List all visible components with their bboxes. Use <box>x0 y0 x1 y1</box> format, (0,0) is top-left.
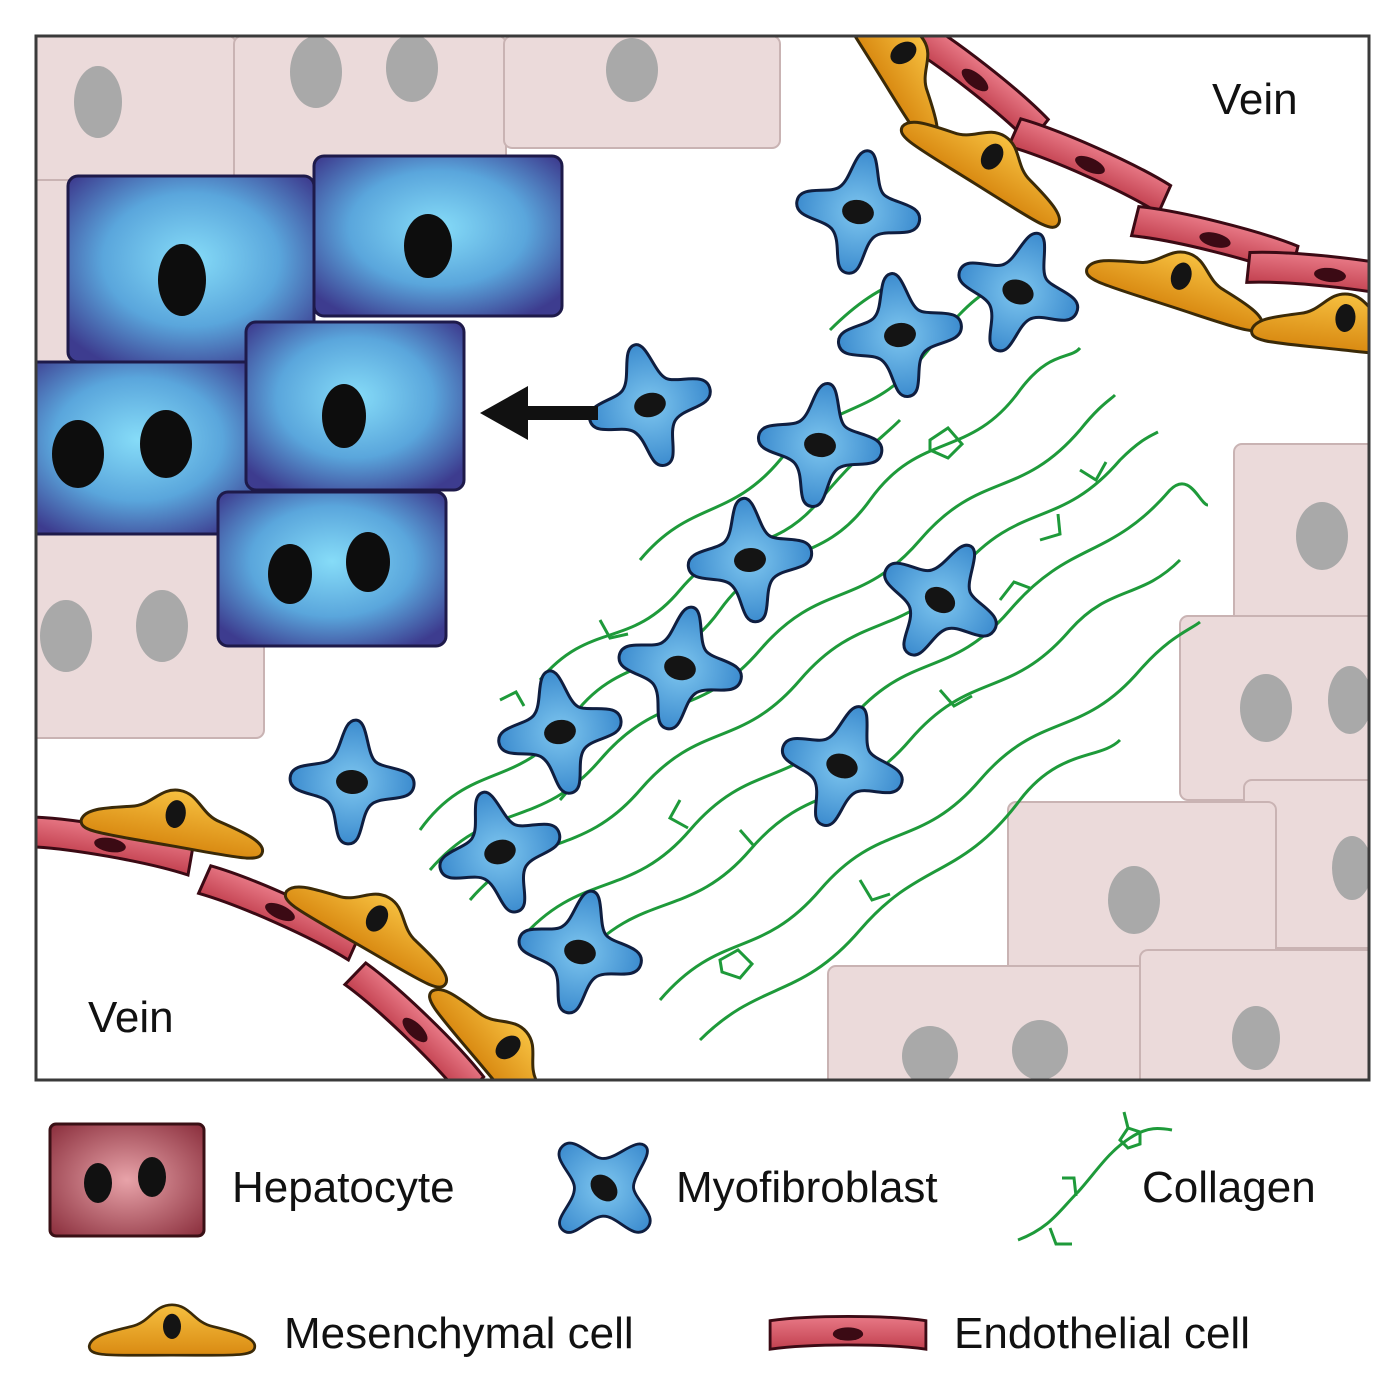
legend-endothelial-icon <box>770 1316 926 1349</box>
legend-hepatocyte-swatch <box>50 1124 204 1236</box>
legend-myofibroblast-icon <box>521 1105 688 1272</box>
legend-label-endothelial: Endothelial cell <box>954 1312 1250 1356</box>
legend-label-collagen: Collagen <box>1142 1166 1316 1210</box>
vein-label-bottom: Vein <box>88 996 174 1040</box>
vein-label-top: Vein <box>1212 78 1298 122</box>
legend-label-mesenchymal: Mesenchymal cell <box>284 1312 634 1356</box>
legend-mesenchymal-icon <box>89 1305 255 1356</box>
legend-label-hepatocyte: Hepatocyte <box>232 1166 455 1210</box>
legend-label-myofibroblast: Myofibroblast <box>676 1166 938 1210</box>
